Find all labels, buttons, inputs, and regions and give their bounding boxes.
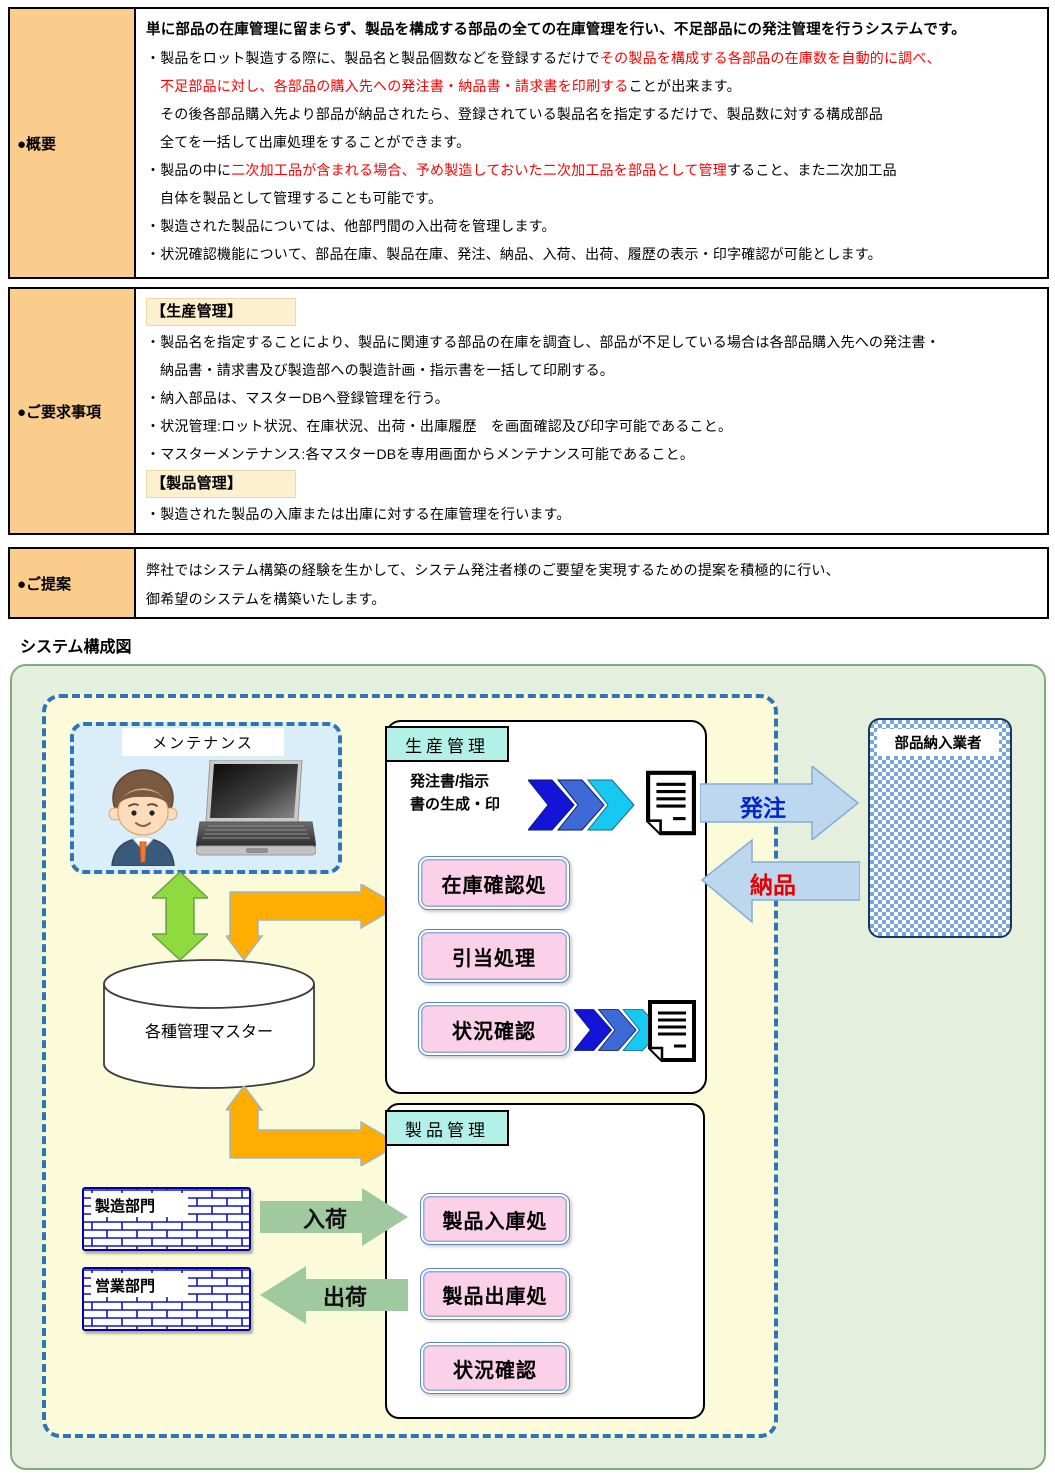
overview-table: ●概要 単に部品の在庫管理に留まらず、製品を構成する部品の全ての在庫管理を行い、… xyxy=(8,7,1049,279)
section-title-production: 【生産管理】 xyxy=(146,298,296,326)
section-title-product: 【製品管理】 xyxy=(146,470,296,498)
production-doc-text: 発注書/指示 書の生成・印 xyxy=(410,770,500,816)
database-cylinder-icon xyxy=(103,959,315,1089)
product-outbound-process-button: 製品出庫処 xyxy=(420,1268,570,1320)
overview-text-red: 不足部品に対し、各部品の購入先への発注書・納品書・請求書を印刷する xyxy=(160,78,629,94)
sales-dept-label: 営業部門 xyxy=(91,1273,188,1297)
overview-text: ことが出来ます。 xyxy=(628,78,741,94)
production-doc-text-line2: 書の生成・印 xyxy=(410,796,501,813)
proposal-text: 弊社ではシステム構築の経験を生かして、システム発注者様のご要望を実現するための提… xyxy=(146,562,840,578)
requirements-row-label: ●ご要求事項 xyxy=(10,289,136,533)
document-icon xyxy=(646,770,696,836)
overview-text-red: 二次加工品が含まれる場合、予め製造しておいた二次加工品を部品として管理 xyxy=(231,162,727,178)
requirements-text: 納品書・請求書及び製造部への製造計画・指示書を一括して印刷する。 xyxy=(160,362,614,378)
elbow-arrow-master-to-production-icon xyxy=(226,884,401,962)
outbound-arrow-icon xyxy=(260,1266,408,1324)
sync-double-arrow-icon xyxy=(152,872,208,960)
master-db-label: 各種管理マスター xyxy=(144,1024,273,1041)
diagram-title: システム構成図 xyxy=(20,639,132,656)
overview-headline: 単に部品の在庫管理に留まらず、製品を構成する部品の全ての在庫管理を行い、不足部品… xyxy=(146,22,967,38)
manufacturing-dept-label: 製造部門 xyxy=(91,1193,188,1217)
overview-text: ・製造された製品については、他部門間の入出荷を管理します。 xyxy=(146,218,556,234)
requirements-text: ・製造された製品の入庫または出庫に対する在庫管理を行います。 xyxy=(146,506,571,522)
production-doc-text-line1: 発注書/指示 xyxy=(410,773,490,790)
allocation-process-button: 引当処理 xyxy=(418,929,570,983)
requirements-text: ・マスターメンテナンス:各マスターDBを専用画面からメンテナンス可能であること。 xyxy=(146,446,695,462)
requirements-row-body: 【生産管理】 ・製品名を指定することにより、製品に関連する部品の在庫を調査し、部… xyxy=(136,289,1047,533)
proposal-table: ●ご提案 弊社ではシステム構築の経験を生かして、システム発注者様のご要望を実現す… xyxy=(8,547,1049,619)
status-check-button-product: 状況確認 xyxy=(420,1342,570,1394)
chevron-flow-arrows-icon xyxy=(528,779,635,831)
maintenance-label: メンテナンス xyxy=(122,728,284,756)
person-icon xyxy=(108,769,178,866)
order-arrow-icon xyxy=(700,766,860,840)
order-arrow-label: 発注 xyxy=(740,795,786,821)
outbound-arrow-label: 出荷 xyxy=(322,1285,367,1310)
overview-text: すること、また二次加工品 xyxy=(726,162,897,178)
inbound-arrow-label: 入荷 xyxy=(302,1207,347,1232)
overview-text: 全てを一括して出庫処理をすることができます。 xyxy=(160,134,471,150)
requirements-table: ●ご要求事項 【生産管理】 ・製品名を指定することにより、製品に関連する部品の在… xyxy=(8,287,1049,535)
production-panel-header: 生産管理 xyxy=(385,726,509,762)
requirements-text: ・製品名を指定することにより、製品に関連する部品の在庫を調査し、部品が不足してい… xyxy=(146,334,940,350)
laptop-icon xyxy=(196,760,316,856)
delivery-arrow-icon xyxy=(700,838,860,924)
stock-check-process-button: 在庫確認処 xyxy=(418,856,570,910)
overview-text: ・製品の中に xyxy=(146,162,232,178)
elbow-arrow-master-to-product-icon xyxy=(226,1086,401,1166)
overview-row-body: 単に部品の在庫管理に留まらず、製品を構成する部品の全ての在庫管理を行い、不足部品… xyxy=(136,9,1047,277)
requirements-text: ・状況管理:ロット状況、在庫状況、出荷・出庫履歴 を画面確認及び印字可能であるこ… xyxy=(146,418,733,434)
parts-supplier-box: 部品納入業者 xyxy=(868,718,1012,938)
manufacturing-dept-box: 製造部門 xyxy=(82,1187,251,1251)
parts-supplier-label: 部品納入業者 xyxy=(877,729,999,756)
overview-text: ・状況確認機能について、部品在庫、製品在庫、発注、納品、入荷、出荷、履歴の表示・… xyxy=(146,246,882,262)
overview-text: ・製品をロット製造する際に、製品名と製品個数などを登録するだけで xyxy=(146,50,600,66)
document-icon xyxy=(648,1000,696,1062)
proposal-row-body: 弊社ではシステム構築の経験を生かして、システム発注者様のご要望を実現するための提… xyxy=(136,549,1047,617)
proposal-text: 御希望のシステムを構築いたします。 xyxy=(146,591,386,607)
requirements-text: ・納入部品は、マスターDBへ登録管理を行う。 xyxy=(146,390,450,406)
status-check-button-production: 状況確認 xyxy=(418,1002,570,1056)
sales-dept-box: 営業部門 xyxy=(82,1267,251,1331)
overview-text: 自体を製品として管理することも可能です。 xyxy=(160,190,443,206)
product-panel-header: 製品管理 xyxy=(385,1110,509,1146)
overview-text-red: その製品を構成する各部品の在庫数を自動的に調べ、 xyxy=(599,50,941,66)
product-inbound-process-button: 製品入庫処 xyxy=(420,1193,570,1245)
overview-text: その後各部品購入先より部品が納品されたら、登録されている製品名を指定するだけで、… xyxy=(160,106,883,122)
delivery-arrow-label: 納品 xyxy=(750,872,796,898)
proposal-row-label: ●ご提案 xyxy=(10,549,136,617)
overview-row-label: ●概要 xyxy=(10,9,136,277)
inbound-arrow-icon xyxy=(260,1188,408,1246)
